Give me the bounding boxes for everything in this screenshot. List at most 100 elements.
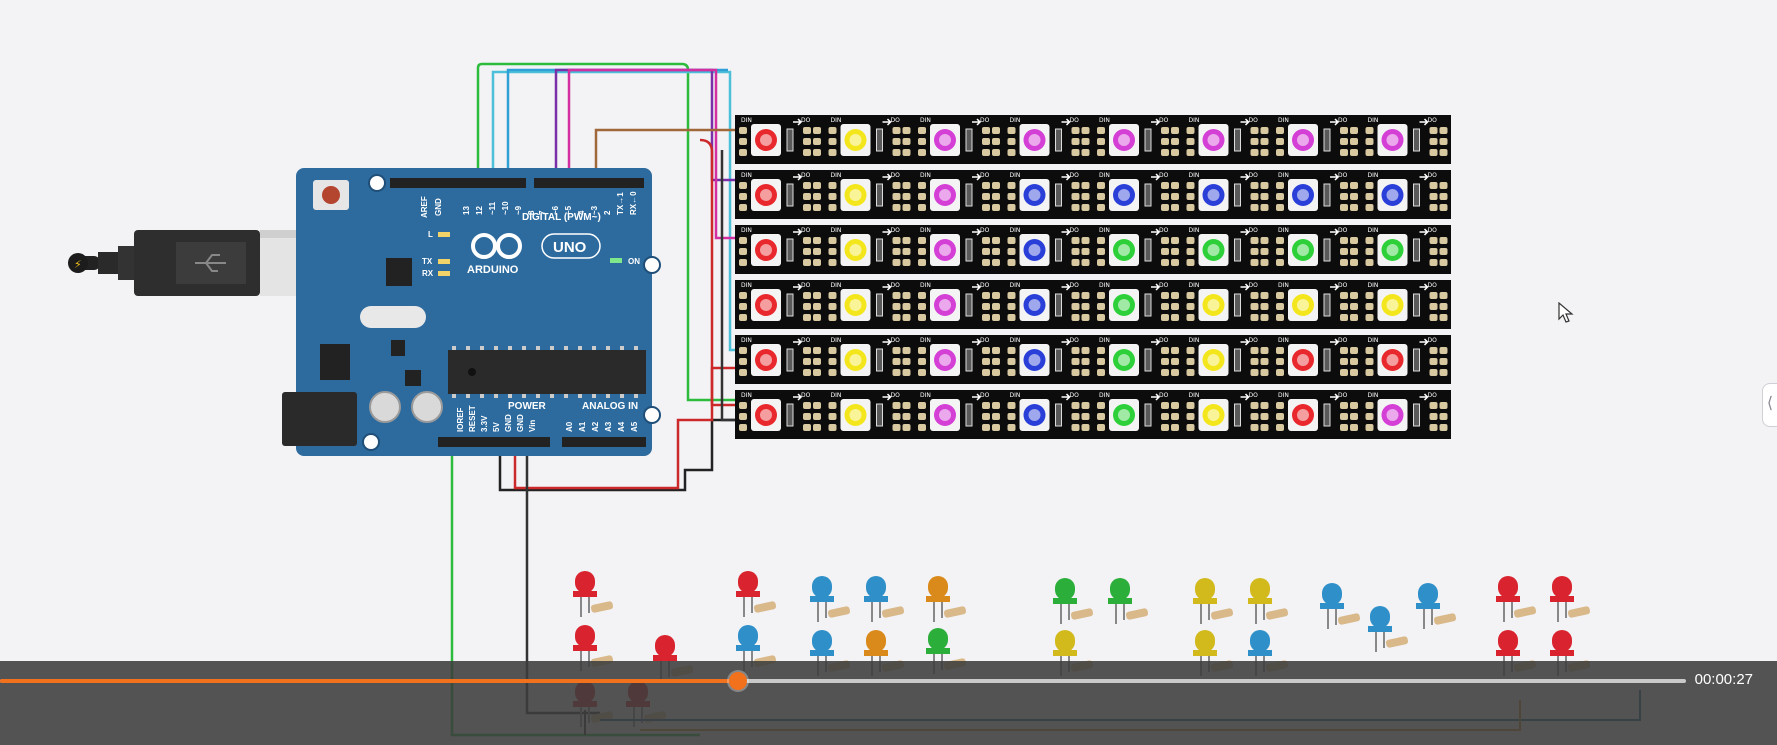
svg-text:⚡: ⚡	[74, 258, 82, 271]
discrete-led[interactable]	[1368, 606, 1409, 652]
chevron-left-icon[interactable]: ⟨	[1762, 383, 1777, 427]
arduino-uno-board[interactable]: ARDUINO UNO DIGITAL (PWM~) POWER ANALOG …	[282, 168, 661, 456]
seek-track[interactable]	[0, 672, 1686, 690]
arduino-model-label: UNO	[553, 239, 587, 256]
pad-label: DIN	[1189, 392, 1200, 399]
pad-label: DIN	[1010, 227, 1021, 234]
pin-label: RESET	[468, 405, 477, 432]
pad-label: DO	[1159, 117, 1169, 124]
pad-label: DO	[980, 337, 990, 344]
discrete-led[interactable]	[1248, 578, 1289, 624]
pad-label: DIN	[1099, 337, 1110, 344]
discrete-led[interactable]	[810, 576, 851, 622]
discrete-led[interactable]	[573, 571, 614, 617]
tx-label: TX	[422, 257, 433, 266]
discrete-led[interactable]	[1496, 576, 1537, 622]
discrete-led[interactable]	[1108, 578, 1149, 624]
pad-label: DIN	[920, 172, 931, 179]
reset-button[interactable]	[322, 186, 340, 204]
pin-label: Vin	[528, 420, 537, 432]
pad-label: DO	[1338, 282, 1348, 289]
discrete-led[interactable]	[1416, 583, 1457, 629]
discrete-led[interactable]	[1550, 576, 1591, 622]
pin-label: ~6	[551, 205, 560, 215]
discrete-led[interactable]	[1053, 578, 1094, 624]
pad-label: DO	[891, 282, 901, 289]
pad-label: DO	[891, 117, 901, 124]
pin-label: 8	[527, 210, 536, 215]
discrete-led[interactable]	[926, 576, 967, 622]
pad-label: DO	[1338, 337, 1348, 344]
pin-label: A3	[604, 421, 613, 432]
pin-label: 3.3V	[480, 415, 489, 432]
discrete-led[interactable]	[736, 571, 777, 617]
pad-label: DIN	[920, 117, 931, 124]
pad-label: DO	[1070, 337, 1080, 344]
discrete-led[interactable]	[864, 576, 905, 622]
pin-label: GND	[504, 414, 513, 432]
pad-label: DO	[1428, 392, 1438, 399]
pad-label: DIN	[831, 172, 842, 179]
pad-label: DIN	[741, 172, 752, 179]
discrete-led[interactable]	[1193, 578, 1234, 624]
discrete-led[interactable]	[1320, 583, 1361, 629]
seek-thumb[interactable]	[728, 672, 747, 690]
